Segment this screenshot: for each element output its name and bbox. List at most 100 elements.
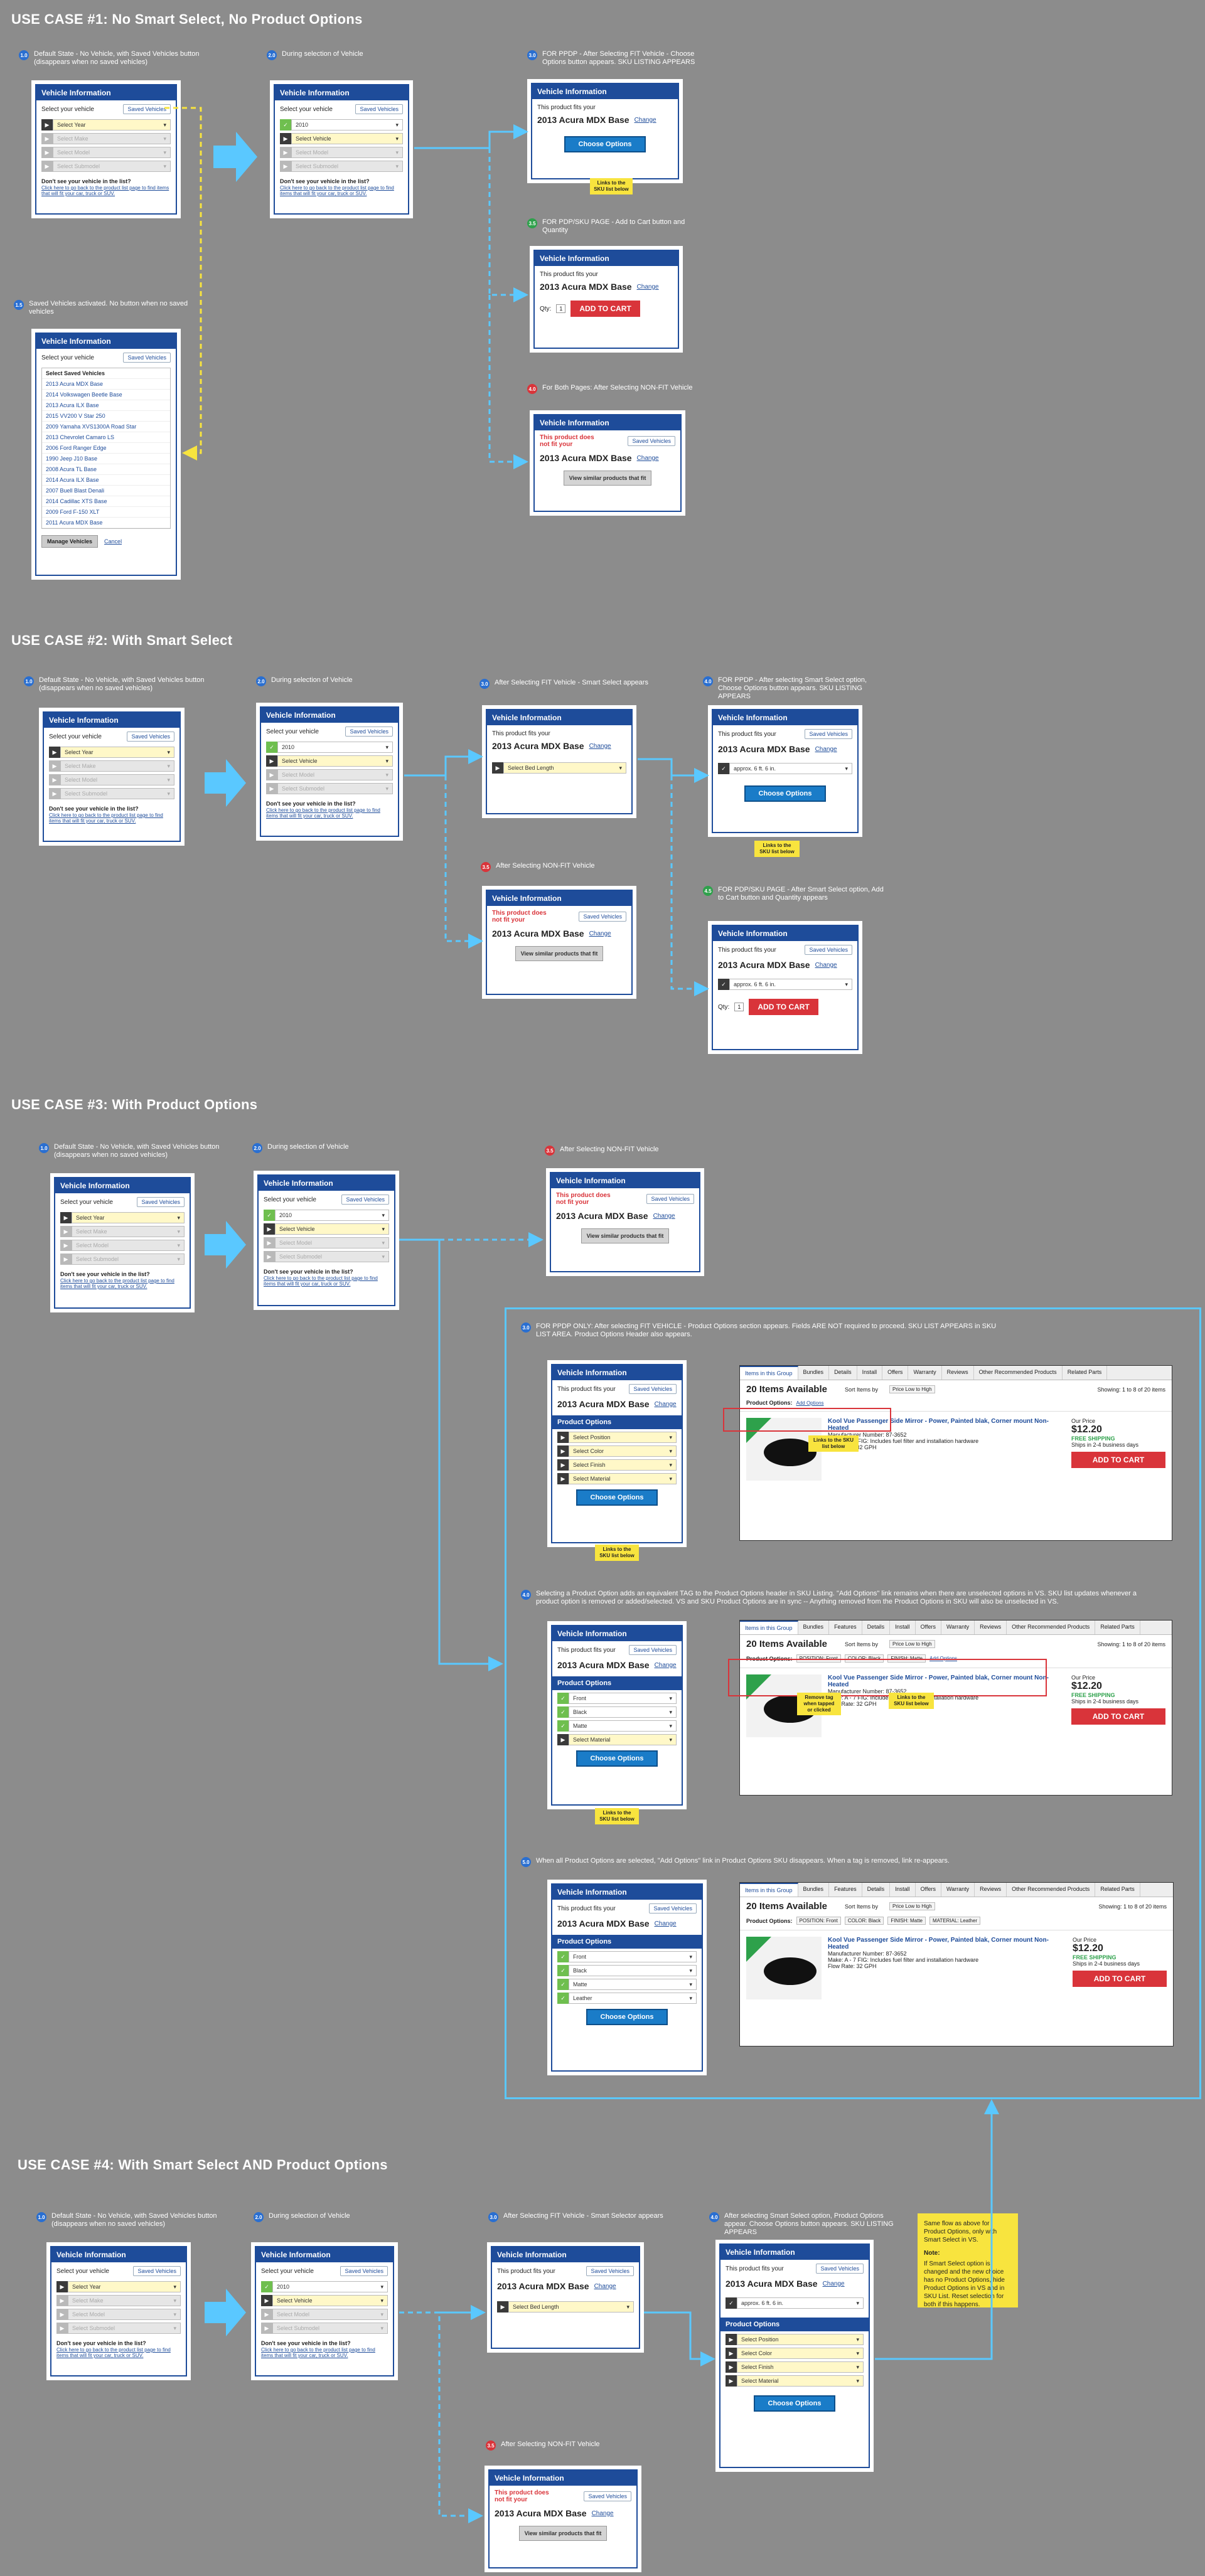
position-select[interactable]: ▶Select Position▾ xyxy=(726,2334,864,2345)
product-title[interactable]: Kool Vue Passenger Side Mirror - Power, … xyxy=(828,1674,1049,1688)
change-link[interactable]: Change xyxy=(654,1400,677,1408)
bed-length-select[interactable]: ✓approx. 6 ft. 6 in.▾ xyxy=(718,979,852,990)
material-select[interactable]: ▶Select Material▾ xyxy=(557,1473,677,1484)
list-item[interactable]: 2013 Chevrolet Camaro LS xyxy=(42,432,170,443)
finish-select[interactable]: ▶Select Finish▾ xyxy=(557,1459,677,1471)
tab[interactable]: Other Recommended Products xyxy=(974,1366,1063,1380)
vehicle-select[interactable]: ▶Select Vehicle▾ xyxy=(261,2295,388,2306)
position-select[interactable]: ▶Select Position▾ xyxy=(557,1432,677,1443)
color-select[interactable]: ▶Select Color▾ xyxy=(726,2348,864,2359)
tab[interactable]: Details xyxy=(862,1883,891,1897)
saved-vehicles-button[interactable]: Saved Vehicles xyxy=(584,2491,631,2501)
change-link[interactable]: Change xyxy=(594,2282,616,2290)
tab[interactable]: Offers xyxy=(916,1883,941,1897)
position-select[interactable]: ✓Front▾ xyxy=(557,1693,677,1704)
year-select[interactable]: ▶Select Year▾ xyxy=(49,747,174,758)
list-item[interactable]: 2009 Yamaha XVS1300A Road Star xyxy=(42,422,170,432)
change-link[interactable]: Change xyxy=(634,116,656,124)
saved-vehicles-button[interactable]: Saved Vehicles xyxy=(127,732,174,742)
product-image[interactable] xyxy=(746,1937,822,1999)
view-similar-button[interactable]: View similar products that fit xyxy=(515,946,603,961)
list-item[interactable]: 2014 Acura ILX Base xyxy=(42,475,170,486)
color-select[interactable]: ▶Select Color▾ xyxy=(557,1445,677,1457)
add-options-link[interactable]: Add Options xyxy=(796,1400,824,1406)
color-select[interactable]: ✓Black▾ xyxy=(557,1706,677,1718)
add-to-cart-button[interactable]: ADD TO CART xyxy=(749,999,818,1015)
tab[interactable]: Install xyxy=(857,1366,883,1380)
list-item[interactable]: 2014 Cadillac XTS Base xyxy=(42,496,170,507)
tab[interactable]: Related Parts xyxy=(1095,1883,1140,1897)
add-to-cart-button[interactable]: ADD TO CART xyxy=(570,301,640,317)
cancel-link[interactable]: Cancel xyxy=(104,538,122,545)
bed-length-select[interactable]: ✓approx. 6 ft. 6 in.▾ xyxy=(718,763,852,774)
choose-options-button[interactable]: Choose Options xyxy=(564,136,646,152)
dont-see-text[interactable]: Click here to go back to the product lis… xyxy=(261,2347,375,2358)
choose-options-button[interactable]: Choose Options xyxy=(576,1489,658,1506)
year-select[interactable]: ▶Select Year▾ xyxy=(41,119,171,130)
list-item[interactable]: 2013 Acura MDX Base xyxy=(42,379,170,390)
year-select[interactable]: ✓2010▾ xyxy=(261,2281,388,2292)
sort-select[interactable]: Price Low to High xyxy=(889,1385,935,1393)
tab[interactable]: Reviews xyxy=(942,1366,974,1380)
saved-vehicles-button[interactable]: Saved Vehicles xyxy=(355,104,403,114)
material-select[interactable]: ▶Select Material▾ xyxy=(726,2375,864,2387)
tab[interactable]: Items in this Group xyxy=(740,1366,798,1380)
tab[interactable]: Reviews xyxy=(975,1883,1007,1897)
choose-options-button[interactable]: Choose Options xyxy=(576,1750,658,1767)
saved-vehicles-button[interactable]: Saved Vehicles xyxy=(629,1384,677,1394)
list-item[interactable]: 2006 Ford Ranger Edge xyxy=(42,443,170,454)
view-similar-button[interactable]: View similar products that fit xyxy=(581,1228,669,1243)
year-select[interactable]: ▶Select Year▾ xyxy=(60,1212,185,1223)
tab[interactable]: Other Recommended Products xyxy=(1007,1621,1096,1634)
position-select[interactable]: ✓Front▾ xyxy=(557,1951,697,1962)
manage-vehicles-button[interactable]: Manage Vehicles xyxy=(41,535,99,548)
dont-see-text[interactable]: Click here to go back to the product lis… xyxy=(264,1275,378,1287)
color-select[interactable]: ✓Black▾ xyxy=(557,1965,697,1976)
tab[interactable]: Warranty xyxy=(908,1366,942,1380)
change-link[interactable]: Change xyxy=(815,961,837,969)
saved-vehicles-button[interactable]: Saved Vehicles xyxy=(646,1194,694,1204)
product-title[interactable]: Kool Vue Passenger Side Mirror - Power, … xyxy=(828,1418,1049,1432)
finish-select[interactable]: ✓Matte▾ xyxy=(557,1720,677,1732)
change-link[interactable]: Change xyxy=(654,1920,677,1927)
bed-length-select[interactable]: ▶Select Bed Length▾ xyxy=(492,762,626,774)
saved-vehicles-button[interactable]: Saved Vehicles xyxy=(586,2266,634,2276)
tab[interactable]: Details xyxy=(862,1621,891,1634)
tab[interactable]: Features xyxy=(829,1621,862,1634)
dont-see-text[interactable]: Click here to go back to the product lis… xyxy=(280,185,394,196)
saved-vehicles-button[interactable]: Saved Vehicles xyxy=(137,1197,185,1207)
tab[interactable]: Related Parts xyxy=(1095,1621,1140,1634)
list-item[interactable]: 2013 Acura ILX Base xyxy=(42,400,170,411)
tab[interactable]: Related Parts xyxy=(1063,1366,1108,1380)
bed-length-select[interactable]: ✓approx. 6 ft. 6 in.▾ xyxy=(726,2297,864,2309)
add-to-cart-button[interactable]: ADD TO CART xyxy=(1071,1452,1165,1468)
tab[interactable]: Warranty xyxy=(941,1883,975,1897)
product-title[interactable]: Kool Vue Passenger Side Mirror - Power, … xyxy=(828,1937,1049,1951)
tab[interactable]: Warranty xyxy=(941,1621,975,1634)
sort-select[interactable]: Price Low to High xyxy=(889,1640,935,1648)
view-similar-button[interactable]: View similar products that fit xyxy=(519,2526,607,2541)
change-link[interactable]: Change xyxy=(822,2280,845,2287)
tab[interactable]: Bundles xyxy=(798,1366,830,1380)
saved-vehicles-button[interactable]: Saved Vehicles xyxy=(340,2266,388,2276)
year-select[interactable]: ✓2010▾ xyxy=(266,742,393,753)
tab[interactable]: Bundles xyxy=(798,1621,830,1634)
add-options-link[interactable]: Add Options xyxy=(929,1656,958,1661)
tab[interactable]: Items in this Group xyxy=(740,1621,798,1634)
option-tag[interactable]: FINISH: Matte xyxy=(887,1654,926,1663)
add-to-cart-button[interactable]: ADD TO CART xyxy=(1071,1708,1165,1725)
option-tag[interactable]: POSITION: Front xyxy=(796,1917,841,1925)
change-link[interactable]: Change xyxy=(654,1661,677,1669)
choose-options-button[interactable]: Choose Options xyxy=(744,785,826,802)
option-tag[interactable]: MATERIAL: Leather xyxy=(929,1917,980,1925)
list-item[interactable]: 2015 VV200 V Star 250 xyxy=(42,411,170,422)
tab[interactable]: Offers xyxy=(882,1366,909,1380)
option-tag[interactable]: FINISH: Matte xyxy=(887,1917,926,1925)
dont-see-text[interactable]: Click here to go back to the product lis… xyxy=(49,812,163,824)
change-link[interactable]: Change xyxy=(589,742,611,750)
list-item[interactable]: 2014 Volkswagen Beetle Base xyxy=(42,390,170,400)
change-link[interactable]: Change xyxy=(636,283,659,290)
change-link[interactable]: Change xyxy=(653,1212,675,1220)
change-link[interactable]: Change xyxy=(589,930,611,937)
saved-vehicles-button[interactable]: Saved Vehicles xyxy=(649,1903,697,1913)
